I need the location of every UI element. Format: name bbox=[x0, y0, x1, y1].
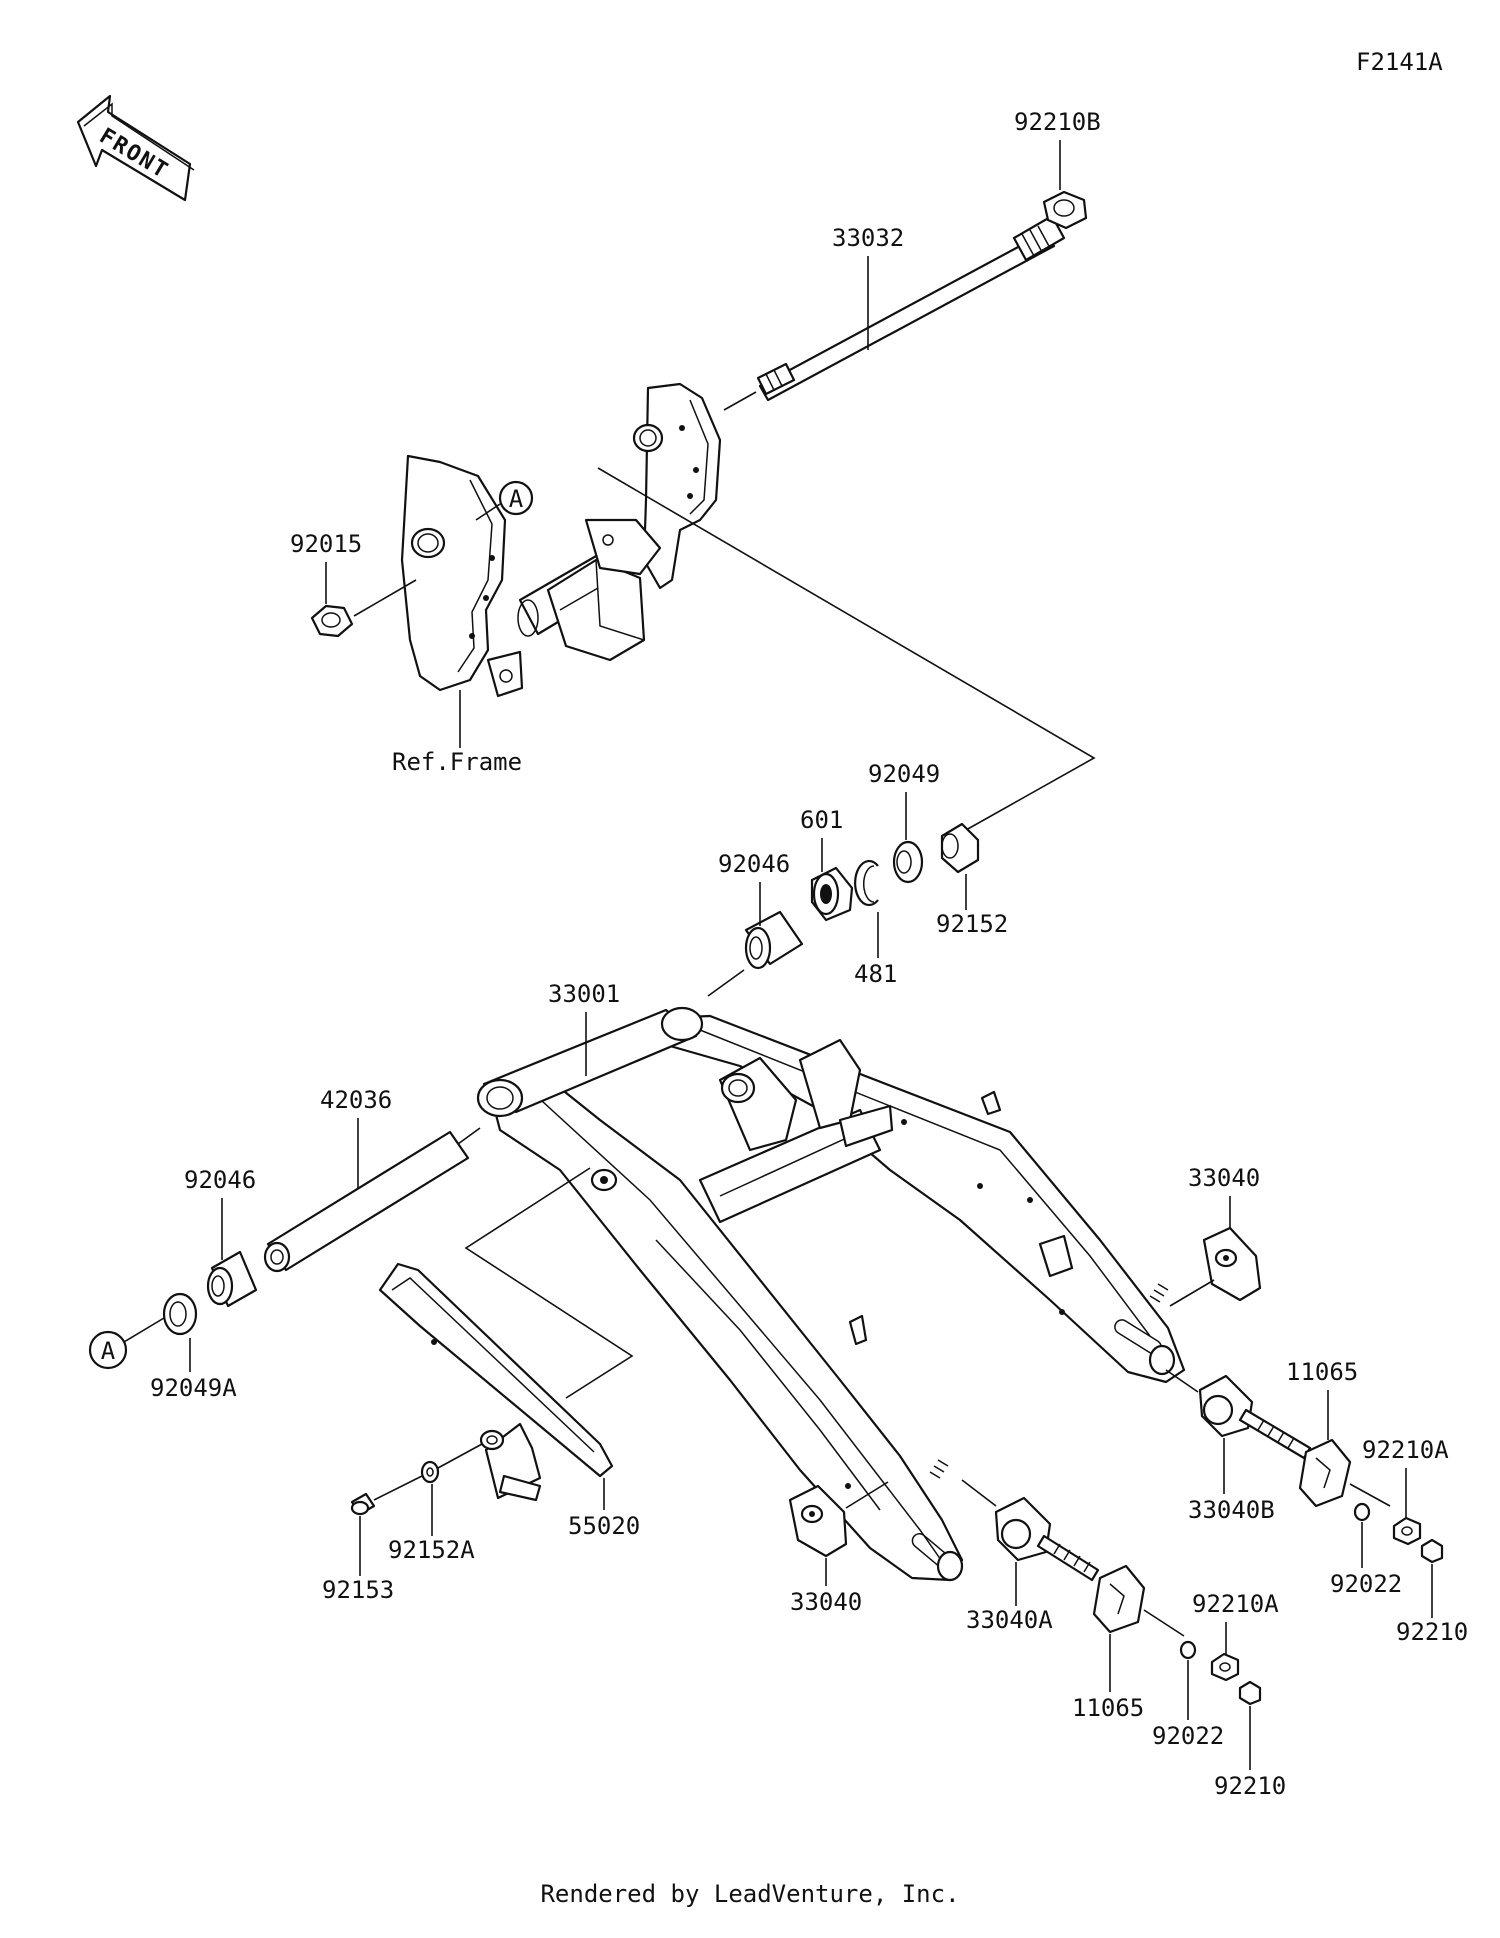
part-label-11065-right: 11065 bbox=[1286, 1358, 1358, 1386]
part-label-92022-right: 92022 bbox=[1330, 1570, 1402, 1598]
diagram-code: F2141A bbox=[1356, 48, 1443, 76]
adjuster-block-11065-right bbox=[1298, 1438, 1352, 1508]
part-label-481: 481 bbox=[854, 960, 897, 988]
part-label-601: 601 bbox=[800, 806, 843, 834]
washer-92022-right bbox=[1353, 1502, 1371, 1522]
part-label-92210-right: 92210 bbox=[1396, 1618, 1468, 1646]
part-label-33040-right: 33040 bbox=[1188, 1164, 1260, 1192]
chain-adjuster-plate-33040-left bbox=[788, 1484, 848, 1558]
washer-92022-left bbox=[1179, 1640, 1197, 1660]
reference-line-right bbox=[597, 467, 1096, 831]
adjuster-bolt-33040b bbox=[1198, 1374, 1312, 1460]
nut-92210a-right bbox=[1392, 1516, 1422, 1546]
front-arrow-icon: FRONT bbox=[76, 94, 195, 202]
needle-bearing-92046-top bbox=[744, 910, 804, 970]
reference-marker-a-bottom: A bbox=[88, 1330, 128, 1370]
part-label-92210a-right: 92210A bbox=[1362, 1436, 1449, 1464]
adjuster-bolt-33040a bbox=[994, 1496, 1100, 1582]
svg-text:A: A bbox=[509, 485, 524, 513]
seal-92049a bbox=[162, 1292, 198, 1336]
part-label-92210-left: 92210 bbox=[1214, 1772, 1286, 1800]
part-label-42036: 42036 bbox=[320, 1086, 392, 1114]
part-label-33040a: 33040A bbox=[966, 1606, 1053, 1634]
nut-92210-right bbox=[1420, 1538, 1444, 1564]
circlip-481 bbox=[854, 859, 879, 907]
part-label-33040b: 33040B bbox=[1188, 1496, 1275, 1524]
nut-92210-left bbox=[1238, 1680, 1262, 1706]
part-label-92046-top: 92046 bbox=[718, 850, 790, 878]
part-label-11065-left: 11065 bbox=[1072, 1694, 1144, 1722]
part-label-92046-bottom: 92046 bbox=[184, 1166, 256, 1194]
reference-line-left bbox=[464, 1167, 634, 1399]
part-label-33032: 33032 bbox=[832, 224, 904, 252]
sleeve-42036 bbox=[263, 1130, 470, 1273]
part-label-92015: 92015 bbox=[290, 530, 362, 558]
pivot-shaft-33032 bbox=[756, 214, 1066, 402]
part-label-92049: 92049 bbox=[868, 760, 940, 788]
part-label-92210b: 92210B bbox=[1014, 108, 1101, 136]
collar-92152 bbox=[940, 822, 980, 874]
nut-92210b bbox=[1042, 190, 1088, 230]
part-label-92210a-left: 92210A bbox=[1192, 1590, 1279, 1618]
part-label-33040-left: 33040 bbox=[790, 1588, 862, 1616]
part-label-92152: 92152 bbox=[936, 910, 1008, 938]
part-label-92153: 92153 bbox=[322, 1576, 394, 1604]
part-label-33001: 33001 bbox=[548, 980, 620, 1008]
seal-92049 bbox=[892, 840, 924, 884]
chain-adjuster-plate-33040-right bbox=[1202, 1226, 1262, 1302]
chain-guide-55020 bbox=[378, 1262, 614, 1502]
bearing-601 bbox=[810, 866, 854, 922]
part-label-92049a: 92049A bbox=[150, 1374, 237, 1402]
footer-credit: Rendered by LeadVenture, Inc. bbox=[540, 1880, 960, 1908]
part-label-92022-left: 92022 bbox=[1152, 1722, 1224, 1750]
part-label-92152a: 92152A bbox=[388, 1536, 475, 1564]
swingarm-33001 bbox=[476, 1006, 1186, 1582]
washer-92152a bbox=[420, 1460, 440, 1484]
nut-92015 bbox=[310, 604, 354, 638]
needle-bearing-92046-bottom bbox=[206, 1250, 258, 1308]
bolt-92153 bbox=[350, 1492, 376, 1516]
frame-reference bbox=[400, 382, 722, 698]
part-label-55020: 55020 bbox=[568, 1512, 640, 1540]
svg-text:A: A bbox=[101, 1337, 116, 1365]
ref-frame-label: Ref.Frame bbox=[392, 748, 522, 776]
nut-92210a-left bbox=[1210, 1652, 1240, 1682]
reference-marker-a-top: A bbox=[498, 480, 534, 516]
adjuster-block-11065-left bbox=[1092, 1564, 1146, 1634]
